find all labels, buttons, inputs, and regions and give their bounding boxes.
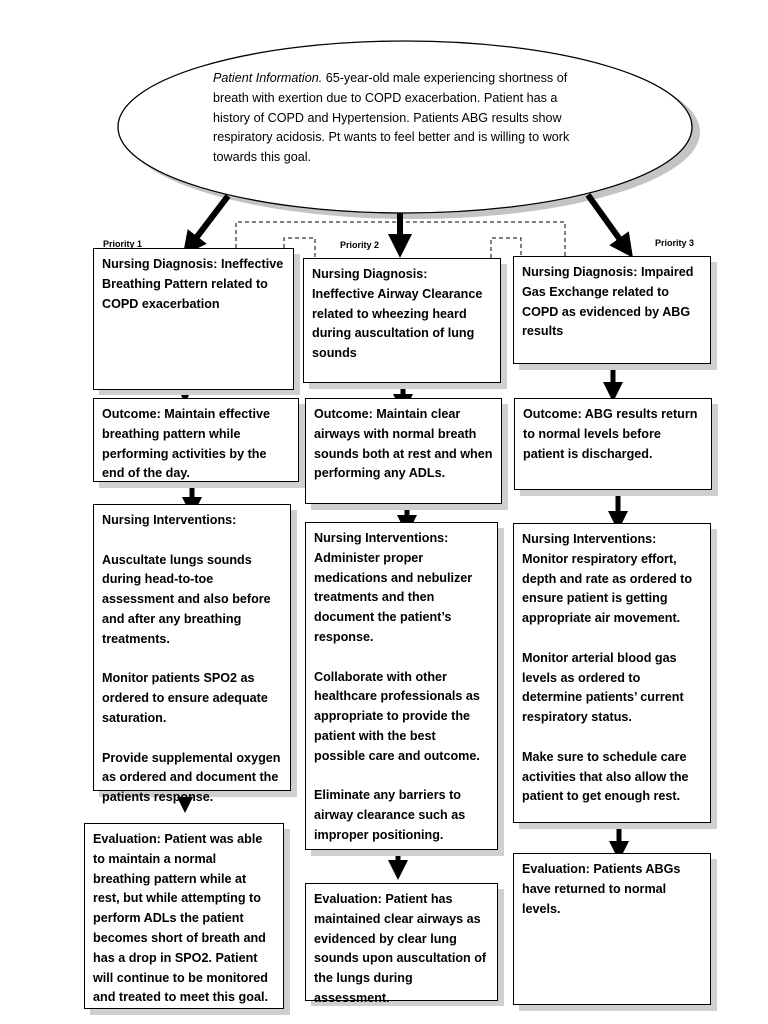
- intervention-item: Collaborate with other healthcare profes…: [314, 669, 480, 763]
- outcome-text: Outcome: Maintain clear airways with nor…: [314, 407, 493, 481]
- outcome-text: Outcome: ABG results return to normal le…: [523, 407, 698, 461]
- patient-info-text: Patient Information. 65-year-old male ex…: [213, 69, 593, 168]
- outcome-box-2: Outcome: Maintain clear airways with nor…: [305, 398, 502, 504]
- priority-2-label: Priority 2: [340, 240, 380, 250]
- priority-1-label: Priority 1: [103, 239, 143, 249]
- top-arrows: [182, 193, 633, 258]
- diagnosis-box-1: Nursing Diagnosis: Ineffective Breathing…: [93, 248, 294, 390]
- intervention-item: Monitor arterial blood gas levels as ord…: [522, 650, 684, 725]
- evaluation-text: Evaluation: Patient has maintained clear…: [314, 892, 487, 1005]
- interventions-box-2: Nursing Interventions: Administer proper…: [305, 522, 498, 850]
- outcome-box-1: Outcome: Maintain effective breathing pa…: [93, 398, 299, 482]
- evaluation-box-3: Evaluation: Patients ABGs have returned …: [513, 853, 711, 1005]
- priority-3-label: Priority 3: [655, 238, 695, 248]
- patient-info-label: Patient Information.: [213, 71, 323, 85]
- patient-info-ellipse: [117, 40, 693, 214]
- intervention-item: Monitor patients SPO2 as ordered to ensu…: [102, 671, 268, 725]
- evaluation-text: Evaluation: Patient was able to maintain…: [93, 832, 268, 1005]
- intervention-item: Eliminate any barriers to airway clearan…: [314, 788, 466, 842]
- interventions-box-3: Nursing Interventions: Monitor respirato…: [513, 523, 711, 823]
- diagnosis-text: Nursing Diagnosis: Ineffective Breathing…: [102, 257, 284, 311]
- intervention-item: Monitor respiratory effort, depth and ra…: [522, 551, 693, 626]
- interventions-box-1: Nursing Interventions: Auscultate lungs …: [93, 504, 291, 804]
- diagnosis-box-2: Nursing Diagnosis: Ineffective Airway Cl…: [303, 258, 501, 383]
- intervention-item: Make sure to schedule care activities th…: [522, 749, 689, 804]
- diagnosis-text: Nursing Diagnosis: Ineffective Airway Cl…: [312, 267, 483, 361]
- interventions-title: Nursing Interventions:: [522, 532, 657, 546]
- outcome-box-3: Outcome: ABG results return to normal le…: [514, 398, 712, 490]
- evaluation-box-1: Evaluation: Patient was able to maintain…: [84, 823, 284, 1009]
- diagnosis-box-3: Nursing Diagnosis: Impaired Gas Exchange…: [513, 256, 711, 364]
- outcome-text: Outcome: Maintain effective breathing pa…: [102, 407, 270, 481]
- intervention-item: Provide supplemental oxygen as ordered a…: [102, 750, 281, 805]
- intervention-item: Auscultate lungs sounds during head-to-t…: [102, 552, 271, 646]
- diagnosis-text: Nursing Diagnosis: Impaired Gas Exchange…: [522, 265, 694, 339]
- interventions-title: Nursing Interventions:: [314, 531, 449, 545]
- intervention-item: Administer proper medications and nebuli…: [314, 550, 473, 644]
- patient-info-body: 65-year-old male experiencing shortness …: [213, 71, 570, 165]
- interventions-title: Nursing Interventions:: [102, 513, 237, 527]
- evaluation-text: Evaluation: Patients ABGs have returned …: [522, 862, 681, 916]
- evaluation-box-2: Evaluation: Patient has maintained clear…: [305, 883, 498, 1005]
